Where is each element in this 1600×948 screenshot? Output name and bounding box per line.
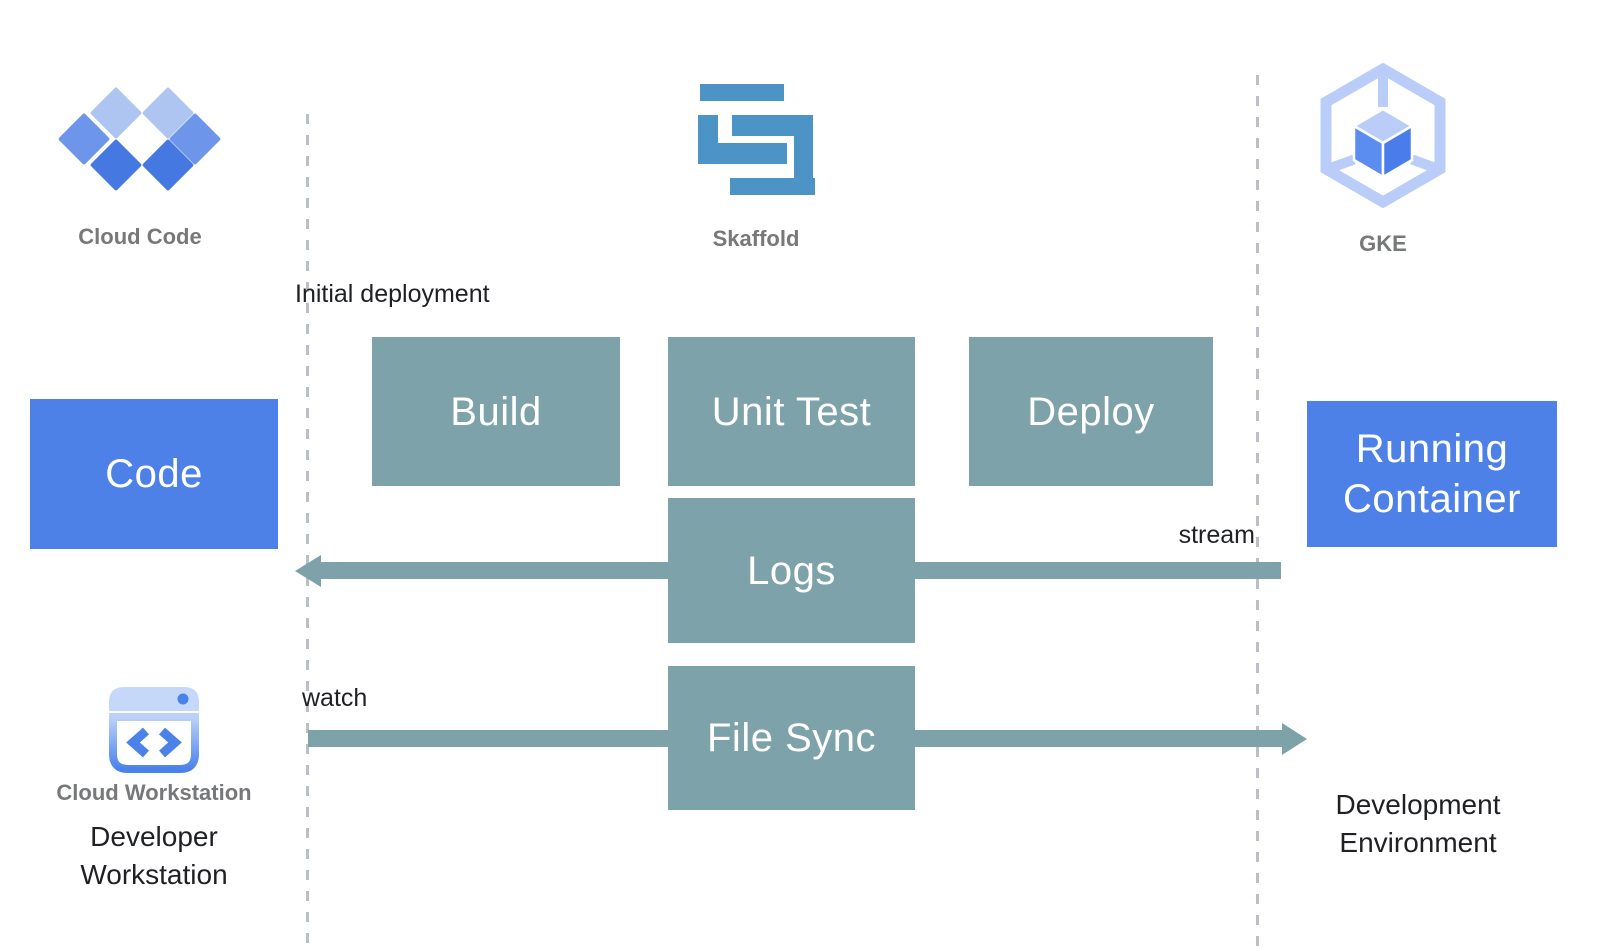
skaffold-label: Skaffold: [712, 226, 800, 251]
development-environment-label: Development Environment: [1335, 789, 1501, 858]
watch-label: watch: [302, 684, 368, 712]
running-container-box: Running Container: [1307, 401, 1557, 547]
skaffold-icon: [698, 84, 815, 195]
workstation-boundary-line: [306, 114, 309, 948]
gke-icon: [1318, 63, 1448, 208]
deploy-box: Deploy: [969, 337, 1213, 486]
initial-deployment-label: Initial deployment: [295, 280, 490, 308]
developer-workstation-label: Developer Workstation: [80, 821, 228, 890]
stream-label: stream: [1178, 521, 1255, 549]
code-box: Code: [30, 399, 278, 549]
cloud-workstation-label: Cloud Workstation: [56, 780, 252, 805]
file-sync-box: File Sync: [668, 666, 915, 810]
environment-boundary-line: [1256, 75, 1259, 948]
file-sync-arrowhead: [1282, 723, 1307, 755]
cloud-code-label: Cloud Code: [78, 224, 202, 249]
unit-test-box: Unit Test: [668, 337, 915, 486]
build-box: Build: [372, 337, 620, 486]
logs-stream-arrowhead: [295, 555, 321, 587]
gke-label: GKE: [1359, 231, 1407, 256]
cloud-workstation-icon: [106, 684, 202, 776]
logs-box: Logs: [668, 498, 915, 643]
cloud-code-icon: [58, 87, 221, 191]
